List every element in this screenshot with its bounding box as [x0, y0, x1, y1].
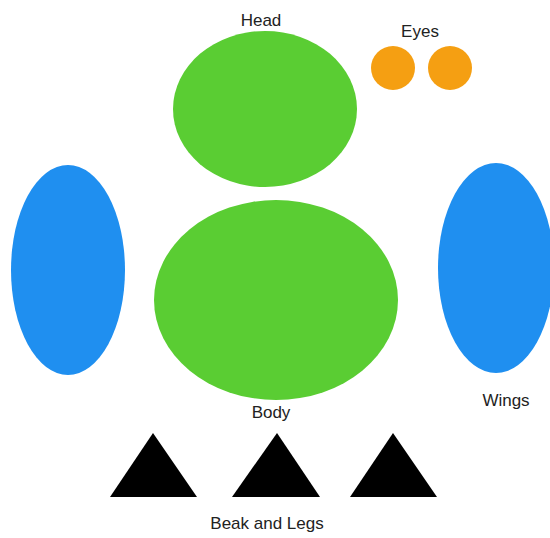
part-label: Eyes — [401, 23, 439, 42]
body-shape — [154, 200, 398, 400]
part-label: Wings — [482, 392, 529, 411]
part-label: Head — [241, 12, 282, 31]
triangle-shape — [350, 433, 437, 497]
eye-shape — [371, 46, 415, 90]
wing-shape — [11, 165, 125, 375]
wing-shape — [438, 163, 550, 373]
eye-shape — [428, 46, 472, 90]
triangle-shape — [232, 433, 320, 497]
head-shape — [173, 31, 357, 187]
part-label: Beak and Legs — [210, 515, 323, 534]
part-label: Body — [252, 404, 291, 423]
triangle-shape — [110, 433, 197, 497]
